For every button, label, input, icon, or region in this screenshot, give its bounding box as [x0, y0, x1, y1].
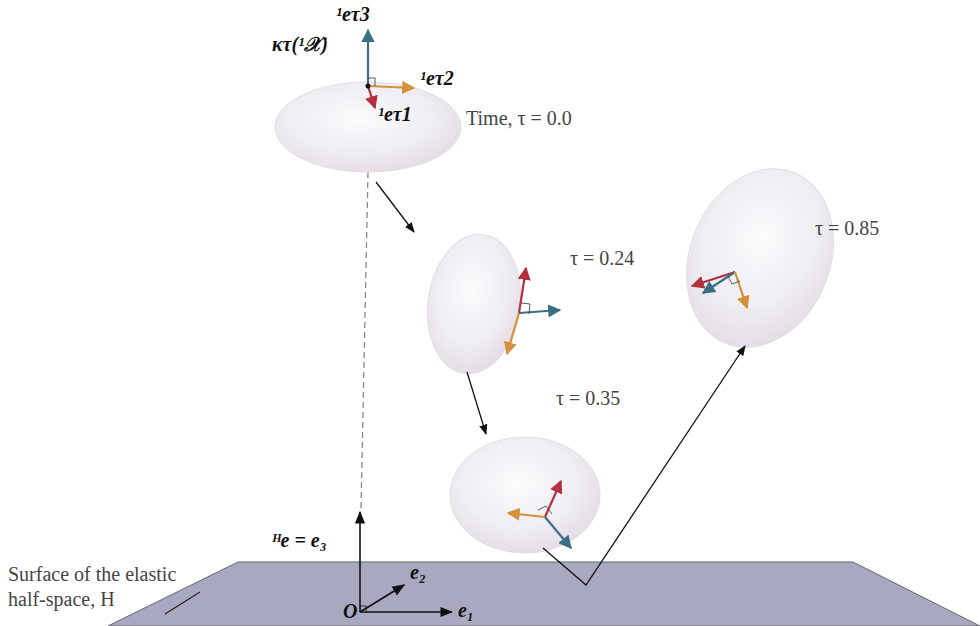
- trajectory-arrows: [376, 182, 745, 585]
- ellipsoid: [275, 82, 461, 172]
- axis-label: e₁: [458, 598, 474, 623]
- point-label: κτ(¹𝒳): [272, 32, 328, 57]
- ellipsoid: [419, 228, 530, 379]
- body-triad: [692, 272, 747, 308]
- ellipsoid: [450, 437, 600, 553]
- time-label: τ = 0.35: [556, 386, 620, 411]
- leader-line: [165, 592, 200, 614]
- time-label: τ = 0.85: [815, 216, 879, 241]
- half-space-surface: [108, 562, 980, 626]
- vector-label: ¹eτ3: [336, 2, 370, 27]
- vector-label: ¹eτ1: [378, 102, 412, 127]
- origin-label: O: [343, 599, 357, 624]
- axis-label: ᴴe = e₃: [272, 528, 327, 553]
- axis-label: e₂: [410, 560, 426, 585]
- body-triad: [507, 268, 560, 354]
- time-label: Time, τ = 0.0: [466, 106, 572, 131]
- vector-label: ¹eτ2: [420, 66, 454, 91]
- body-triad: [366, 30, 415, 108]
- body-triad: [508, 481, 571, 548]
- surface-label: Surface of the elastic half-space, H: [8, 562, 208, 612]
- time-label: τ = 0.24: [570, 246, 634, 271]
- global-axes: [360, 512, 452, 612]
- ellipsoid: [661, 146, 860, 369]
- dashed-line: [361, 172, 368, 508]
